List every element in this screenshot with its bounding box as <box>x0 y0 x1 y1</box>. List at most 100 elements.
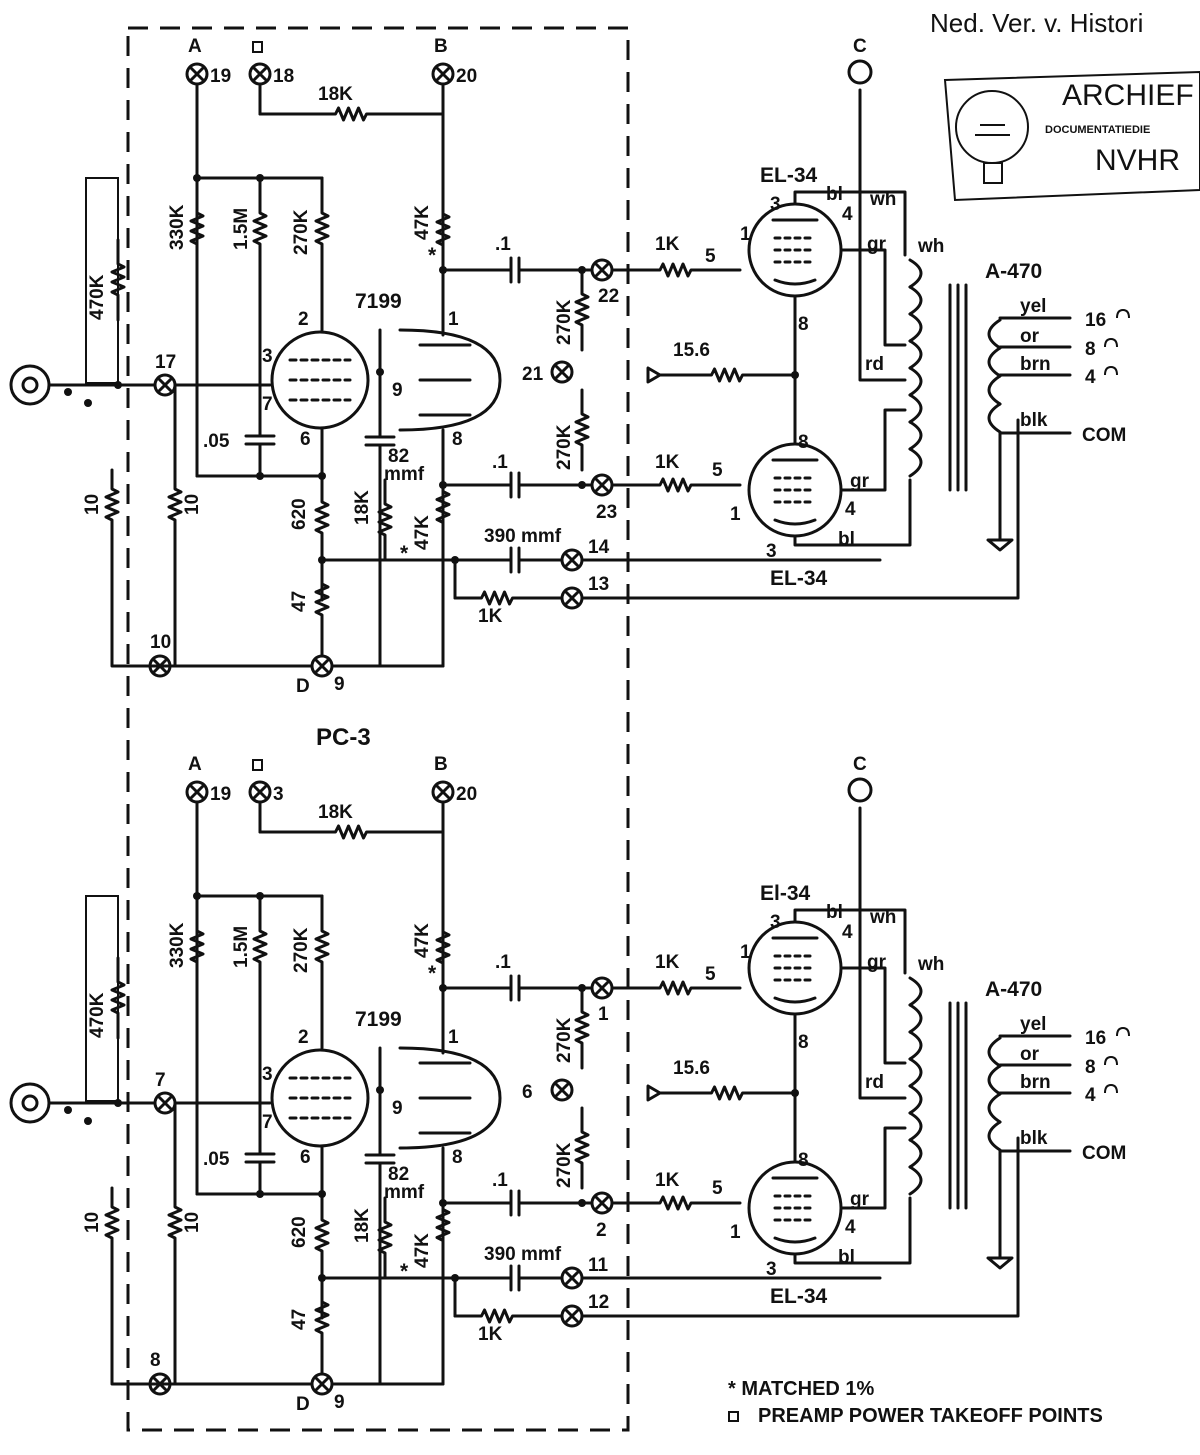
secondary-winding-icon <box>987 1036 1002 1068</box>
secondary-winding-icon <box>987 374 1002 406</box>
r18k-vert-label: 18K <box>352 490 373 525</box>
resistor-icon <box>314 1192 330 1280</box>
label: 1 <box>448 1027 459 1048</box>
label: .1 <box>492 452 508 473</box>
label: rd <box>865 1072 884 1093</box>
r47k-label: 47K <box>412 923 433 958</box>
label: 1K <box>655 234 680 255</box>
wire <box>593 476 611 494</box>
wire <box>839 408 907 492</box>
triode-section-icon <box>398 1046 502 1150</box>
input-jack-center-icon <box>21 376 39 394</box>
wire <box>251 783 269 801</box>
ground-icon <box>986 518 1014 552</box>
transformer-label: A-470 <box>985 260 1042 283</box>
resistor-icon <box>252 176 268 282</box>
terminal-number: 20 <box>456 784 477 805</box>
terminal-C-label: C <box>853 36 867 57</box>
resistor-icon <box>377 1196 393 1280</box>
wire <box>773 518 817 526</box>
terminal-number: 7 <box>155 1070 166 1091</box>
ohm-icon <box>1116 308 1130 319</box>
label: wh <box>917 236 944 257</box>
label: mmf <box>384 464 425 485</box>
r620-label: 620 <box>289 498 310 530</box>
arrow-icon <box>646 366 662 384</box>
star-mark: * <box>400 1260 409 1283</box>
terminal-A-label: A <box>188 754 202 775</box>
wire <box>839 966 907 1065</box>
wire <box>793 1196 912 1265</box>
label: rd <box>865 354 884 375</box>
pentode-section-icon <box>270 330 370 430</box>
terminal-number: 19 <box>210 784 231 805</box>
wire <box>563 1307 581 1325</box>
terminal-number: 9 <box>334 1392 345 1413</box>
star-mark: * <box>400 542 409 565</box>
label: bl <box>838 1247 855 1268</box>
primary-winding-icon <box>908 1003 923 1034</box>
ohm-icon <box>1116 1026 1130 1037</box>
wire <box>773 996 817 1004</box>
primary-winding-icon <box>908 393 923 424</box>
label: bl <box>826 902 843 923</box>
label: 5 <box>705 246 716 267</box>
primary-winding-icon <box>908 1084 923 1115</box>
wire <box>858 806 907 1100</box>
resistor-icon <box>258 106 445 122</box>
input-jack-icon <box>9 1082 51 1124</box>
r270k-grid-label: 270K <box>554 299 575 345</box>
transformer-label: A-470 <box>985 978 1042 1001</box>
ground-icon <box>986 1236 1014 1270</box>
secondary-winding-icon <box>987 402 1002 434</box>
label: COM <box>1082 425 1126 446</box>
secondary-winding-icon <box>987 1064 1002 1096</box>
primary-winding-icon <box>908 976 923 1007</box>
tube-7199-label: 7199 <box>355 290 402 313</box>
resistor-icon <box>610 980 742 996</box>
junction-dot <box>578 1199 586 1207</box>
primary-winding-icon <box>908 1138 923 1169</box>
capacitor-icon <box>488 546 542 574</box>
el34-label: El-34 <box>760 882 811 905</box>
r18k-vert-label: 18K <box>352 1208 373 1243</box>
archive-stamp: ARCHIEF DOCUMENTATIEDIE NVHR <box>943 70 1200 202</box>
label: 1 <box>740 224 751 245</box>
resistor-icon <box>435 188 451 272</box>
wire <box>110 1256 152 1386</box>
label: 82 <box>388 446 409 467</box>
label: wh <box>869 907 896 928</box>
label: 16 <box>1085 1028 1106 1049</box>
r15m-label: 1.5M <box>231 208 252 250</box>
primary-winding-icon <box>908 447 923 478</box>
label: or <box>1020 326 1040 347</box>
label: 16 <box>1085 310 1106 331</box>
wire <box>188 783 206 801</box>
label: bl <box>838 529 855 550</box>
capacitor-icon <box>488 1264 542 1292</box>
resistor-icon <box>574 388 590 472</box>
label: 5 <box>712 1178 723 1199</box>
wire <box>151 1375 169 1393</box>
transformer-core-icon <box>948 283 968 492</box>
label: 5 <box>705 964 716 985</box>
primary-winding-icon <box>908 312 923 343</box>
label: .1 <box>492 1170 508 1191</box>
label: 1 <box>740 942 751 963</box>
legend-matched: * MATCHED 1% <box>728 1378 875 1400</box>
label: 2 <box>298 1027 309 1048</box>
wire <box>773 278 817 286</box>
junction-dot <box>578 481 586 489</box>
primary-winding-icon <box>908 1030 923 1061</box>
resistor-icon <box>252 894 268 1000</box>
label: 18K <box>318 84 353 105</box>
transformer-core-icon <box>948 1001 968 1210</box>
label: 8 <box>798 1150 809 1171</box>
resistor-icon <box>574 986 590 1070</box>
terminal-A-label: A <box>188 36 202 57</box>
label: 1K <box>655 452 680 473</box>
label: blk <box>1020 410 1048 431</box>
label: 1K <box>655 952 680 973</box>
input-jack-center-icon <box>21 1094 39 1112</box>
primary-winding-icon <box>908 1165 923 1196</box>
